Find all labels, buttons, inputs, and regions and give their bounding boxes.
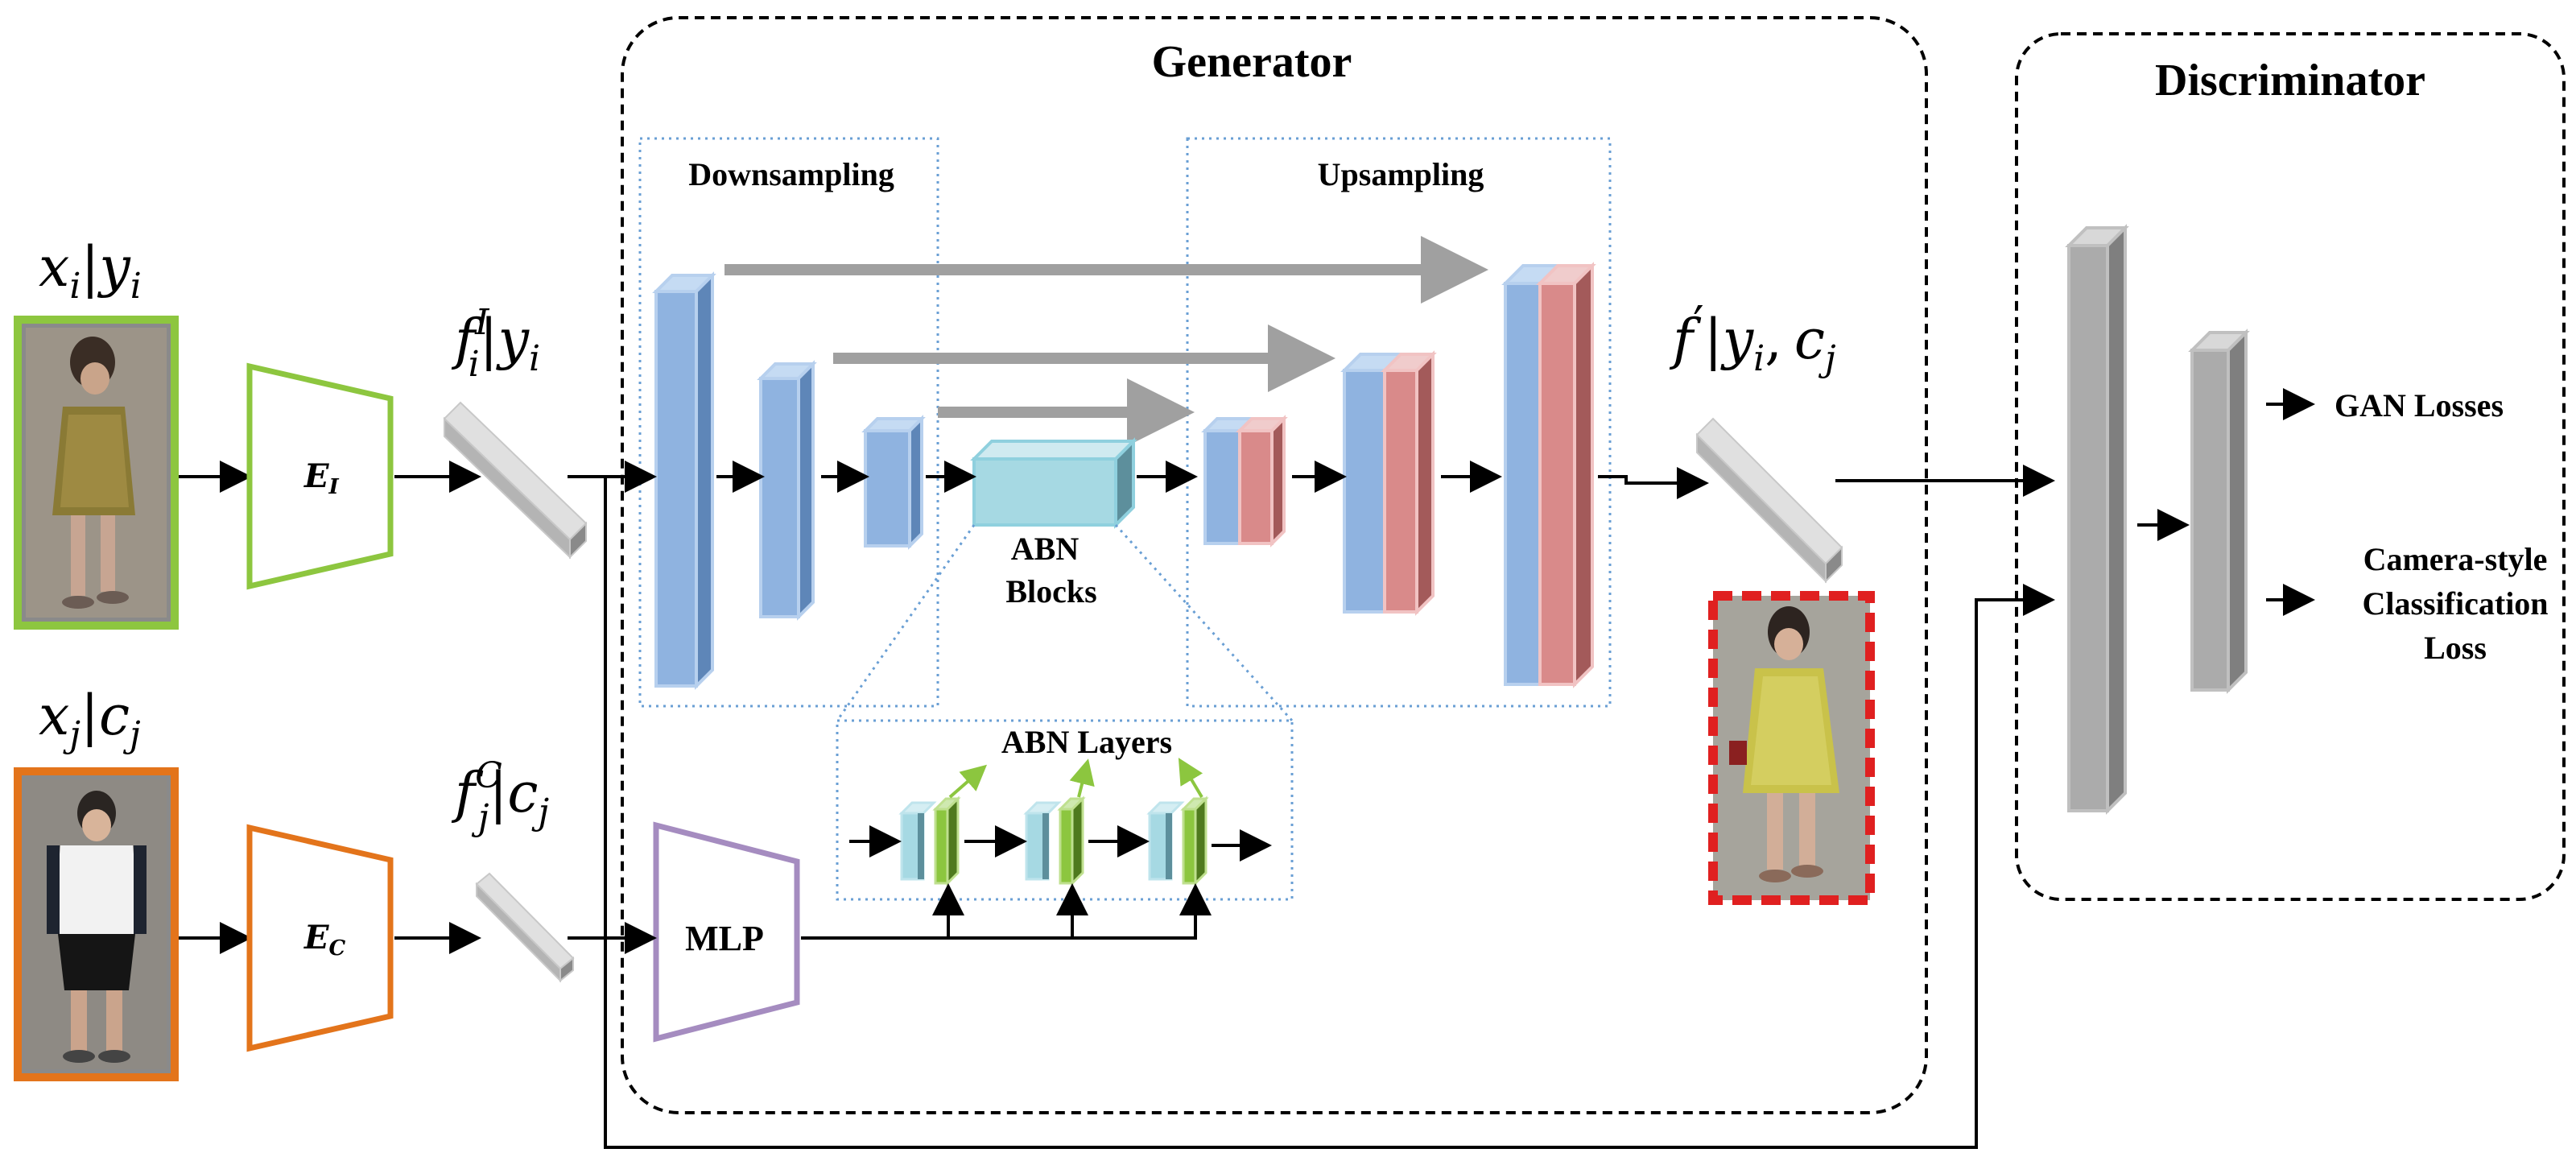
down-block-1	[652, 271, 716, 690]
generator-output-arrows	[1598, 465, 2055, 499]
encoder-ei-label: EI	[303, 457, 340, 499]
abn-blocks-label-2: Blocks	[1005, 573, 1096, 609]
abn-layer-unit-1	[898, 795, 961, 886]
xi-yi-label: xi|yi	[39, 236, 142, 307]
mlp-label: MLP	[685, 919, 764, 958]
downsampling-label: Downsampling	[688, 156, 894, 192]
feature-to-generator-arrows	[568, 461, 2055, 1149]
generated-image	[1708, 591, 1875, 905]
input-arrows	[179, 461, 252, 954]
discriminator-title: Discriminator	[2155, 56, 2425, 105]
encoder-ei	[246, 362, 394, 590]
encoder-ec-label: EC	[303, 919, 346, 961]
svg-text:f′|yi,cj: f′|yi,cj	[1669, 296, 1836, 379]
generator-title: Generator	[1152, 37, 1352, 87]
feature-fprime-bar	[1695, 417, 1843, 584]
downsampling-frame	[638, 137, 939, 708]
zoom-line-right	[1114, 523, 1294, 722]
abn-layer-green-arrows	[948, 758, 1203, 799]
abn-layer-unit-2	[1023, 795, 1086, 886]
input-image-i	[14, 316, 179, 630]
down-block-3	[861, 415, 926, 550]
input-image-j	[14, 767, 179, 1081]
svg-text:fCj|cj: fCj|cj	[451, 755, 549, 838]
svg-text:fIi|yi: fIi|yi	[451, 302, 540, 385]
up-block-2	[1340, 350, 1437, 616]
encoder-output-arrows	[394, 461, 481, 954]
camera-style-label: Camera-style	[2363, 541, 2548, 577]
up-block-3	[1501, 262, 1596, 688]
discriminator-block-2	[2188, 329, 2250, 694]
feature-fprime-label: f′|yi,cj	[1669, 296, 1836, 379]
abn-layer-unit-3	[1146, 795, 1209, 886]
abn-layer-arrows	[849, 825, 1272, 862]
upsampling-label: Upsampling	[1318, 156, 1484, 192]
svg-text:xj|cj: xj|cj	[39, 684, 141, 755]
down-block-2	[757, 360, 817, 621]
feature-fj-bar	[475, 872, 575, 983]
encoder-ec	[246, 824, 394, 1052]
zoom-line-left	[836, 524, 976, 721]
svg-text:xi|yi: xi|yi	[39, 236, 142, 307]
mlp-trapezoid	[653, 821, 800, 1043]
mlp-to-abn-arrows	[801, 883, 1212, 940]
loss-label: Loss	[2424, 630, 2487, 666]
discriminator-arrows	[2137, 388, 2315, 616]
discriminator-frame	[2015, 32, 2566, 901]
discriminator-block-1	[2065, 224, 2129, 815]
xj-cj-label: xj|cj	[39, 684, 141, 755]
abn-blocks-label-1: ABN	[1011, 531, 1080, 567]
abn-layers-frame	[836, 719, 1294, 901]
abn-layers-label: ABN Layers	[1001, 724, 1172, 760]
feature-fi-bar	[443, 401, 588, 560]
up-block-1	[1201, 415, 1288, 548]
classification-label: Classification	[2362, 585, 2548, 622]
abn-blocks	[970, 437, 1137, 529]
generator-frame	[621, 16, 1928, 1114]
gan-losses-label: GAN Losses	[2334, 387, 2504, 424]
